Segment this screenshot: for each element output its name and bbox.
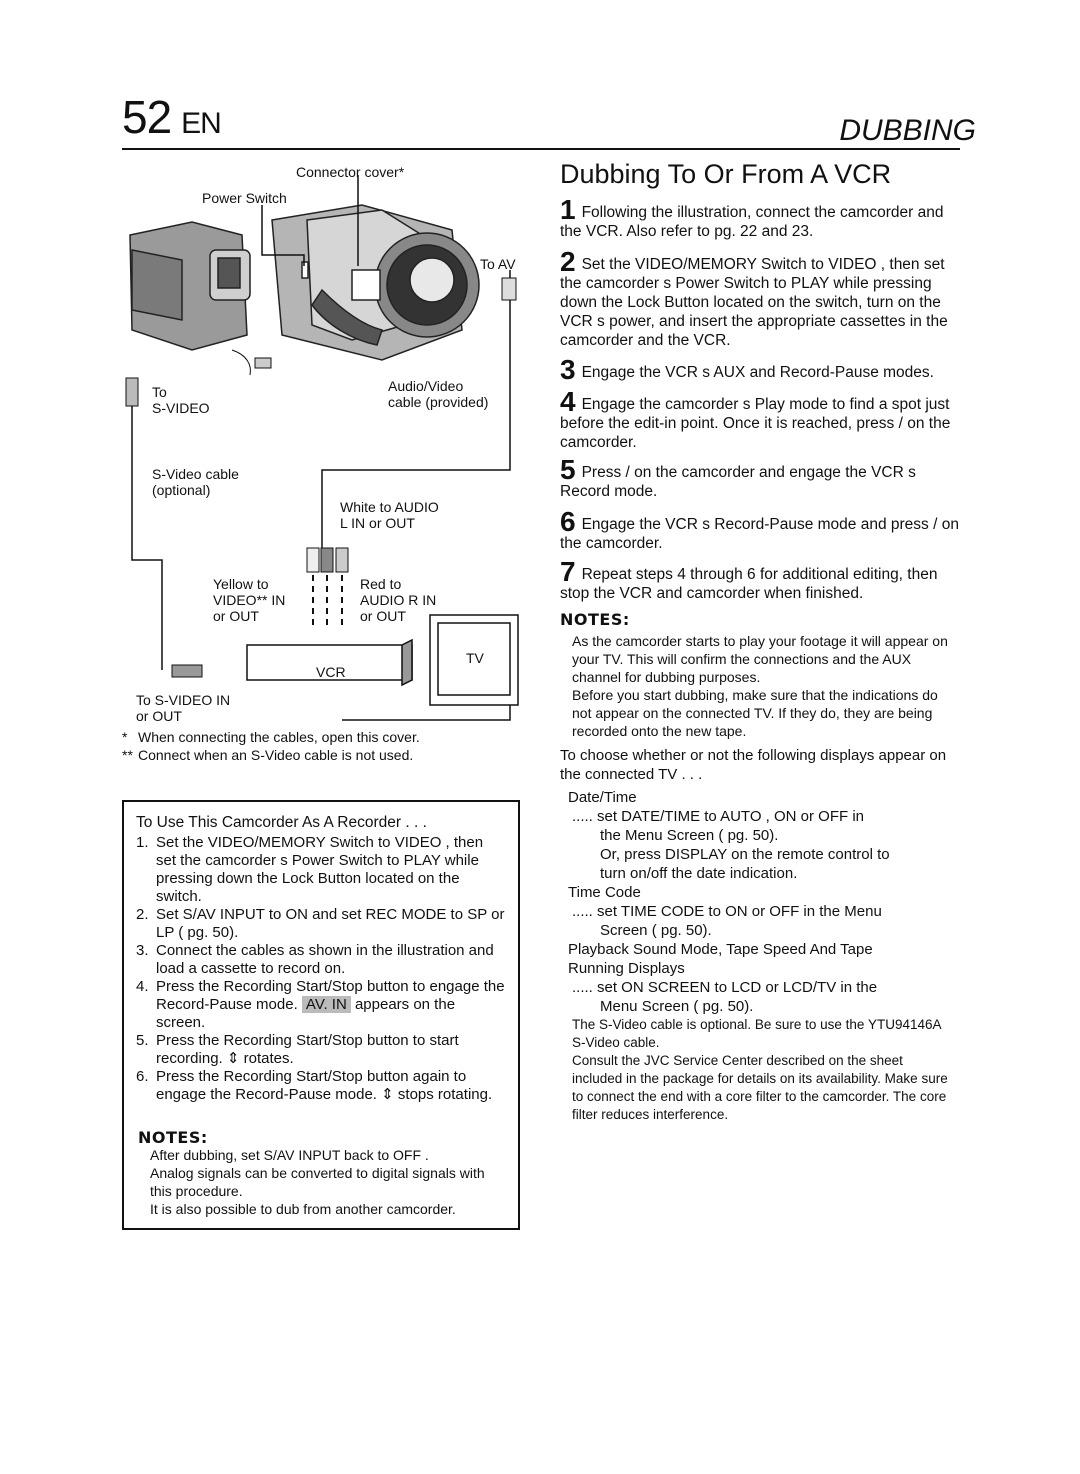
option-line: turn on/off the date indication. <box>600 865 798 882</box>
footnote: **Connect when an S-Video cable is not u… <box>122 747 414 763</box>
label-to-svideo: To S-VIDEO <box>152 384 210 416</box>
svideo-vcr-plug-icon <box>171 664 203 678</box>
note: The S-Video cable is optional. Be sure t… <box>572 1017 941 1050</box>
recorder-step-2: 2.Set S/AV INPUT to ON and set REC MODE … <box>136 906 505 941</box>
option-line: Screen ( pg. 50). <box>600 922 712 939</box>
rca-plugs <box>306 547 349 630</box>
option-line: the Menu Screen ( pg. 50). <box>600 827 779 844</box>
tape-rotate-icon: ⇕ <box>381 1086 394 1103</box>
note: Consult the JVC Service Center described… <box>572 1053 948 1122</box>
option-line: ..... set ON SCREEN to LCD or LCD/TV in … <box>572 979 878 996</box>
label-svideo-cable: S-Video cable (optional) <box>152 466 239 498</box>
label-white-audio: White to AUDIO L IN or OUT <box>340 499 439 531</box>
header-rule <box>122 148 960 150</box>
option-title: Time Code <box>568 884 641 901</box>
option-title: Date/Time <box>568 789 637 806</box>
label-tv: TV <box>466 650 484 666</box>
note: It is also possible to dub from another … <box>150 1201 456 1217</box>
note: Analog signals can be converted to digit… <box>150 1165 485 1199</box>
recorder-notes: After dubbing, set S/AV INPUT back to OF… <box>150 1146 506 1218</box>
label-to-svideo-in: To S-VIDEO IN or OUT <box>136 692 231 724</box>
option-line: ..... set TIME CODE to ON or OFF in the … <box>572 903 882 920</box>
vcr-illustration <box>246 638 413 687</box>
av-in-indicator: AV. IN <box>301 996 351 1013</box>
option-line: Or, press DISPLAY on the remote control … <box>600 846 890 863</box>
option-line: Menu Screen ( pg. 50). <box>600 998 754 1015</box>
recorder-step-1: 1.Set the VIDEO/MEMORY Switch to VIDEO ,… <box>136 834 484 905</box>
recorder-step-4: 4.Press the Recording Start/Stop button … <box>136 978 505 1031</box>
page-heading: Dubbing To Or From A VCR <box>560 159 892 189</box>
label-to-av: To AV <box>480 256 516 272</box>
recorder-box <box>122 800 520 1230</box>
label-connector-cover: Connector cover* <box>296 164 405 180</box>
option-title: Playback Sound Mode, Tape Speed And Tape… <box>568 941 873 977</box>
note: After dubbing, set S/AV INPUT back to OF… <box>150 1147 429 1163</box>
footnote: *When connecting the cables, open this c… <box>122 729 420 745</box>
label-vcr: VCR <box>316 664 346 680</box>
note: Before you start dubbing, make sure that… <box>572 687 938 739</box>
display-options: Date/Time ..... set DATE/TIME to AUTO , … <box>568 788 960 1016</box>
section-title: DUBBING <box>839 114 976 147</box>
recorder-step-5: 5.Press the Recording Start/Stop button … <box>136 1032 459 1067</box>
label-power-switch: Power Switch <box>202 190 287 206</box>
tv-illustration <box>429 614 519 706</box>
option-line: ..... set DATE/TIME to AUTO , ON or OFF … <box>572 808 864 825</box>
camcorder-illustration <box>129 204 480 361</box>
notes-heading: NOTES: <box>560 610 630 629</box>
cable-end-icon <box>231 349 272 376</box>
recorder-notes-heading: NOTES: <box>138 1128 208 1147</box>
recorder-box-title: To Use This Camcorder As A Recorder . . … <box>136 814 427 831</box>
note: As the camcorder starts to play your foo… <box>572 633 948 685</box>
recorder-step-6: 6.Press the Recording Start/Stop button … <box>136 1068 493 1103</box>
av-plug-icon <box>501 277 517 301</box>
svideo-plug-icon <box>125 377 139 407</box>
footnotes: *When connecting the cables, open this c… <box>122 728 420 764</box>
label-av-cable: Audio/Video cable (provided) <box>388 378 489 410</box>
recorder-step-3: 3.Connect the cables as shown in the ill… <box>136 942 494 977</box>
label-yellow-video: Yellow to VIDEO** IN or OUT <box>213 576 286 624</box>
connection-diagram <box>125 175 519 721</box>
language-code: EN <box>181 107 222 140</box>
tape-rotate-icon: ⇕ <box>226 1050 240 1067</box>
label-red-audio: Red to AUDIO R IN or OUT <box>360 576 437 624</box>
choose-text: To choose whether or not the following d… <box>560 747 947 783</box>
